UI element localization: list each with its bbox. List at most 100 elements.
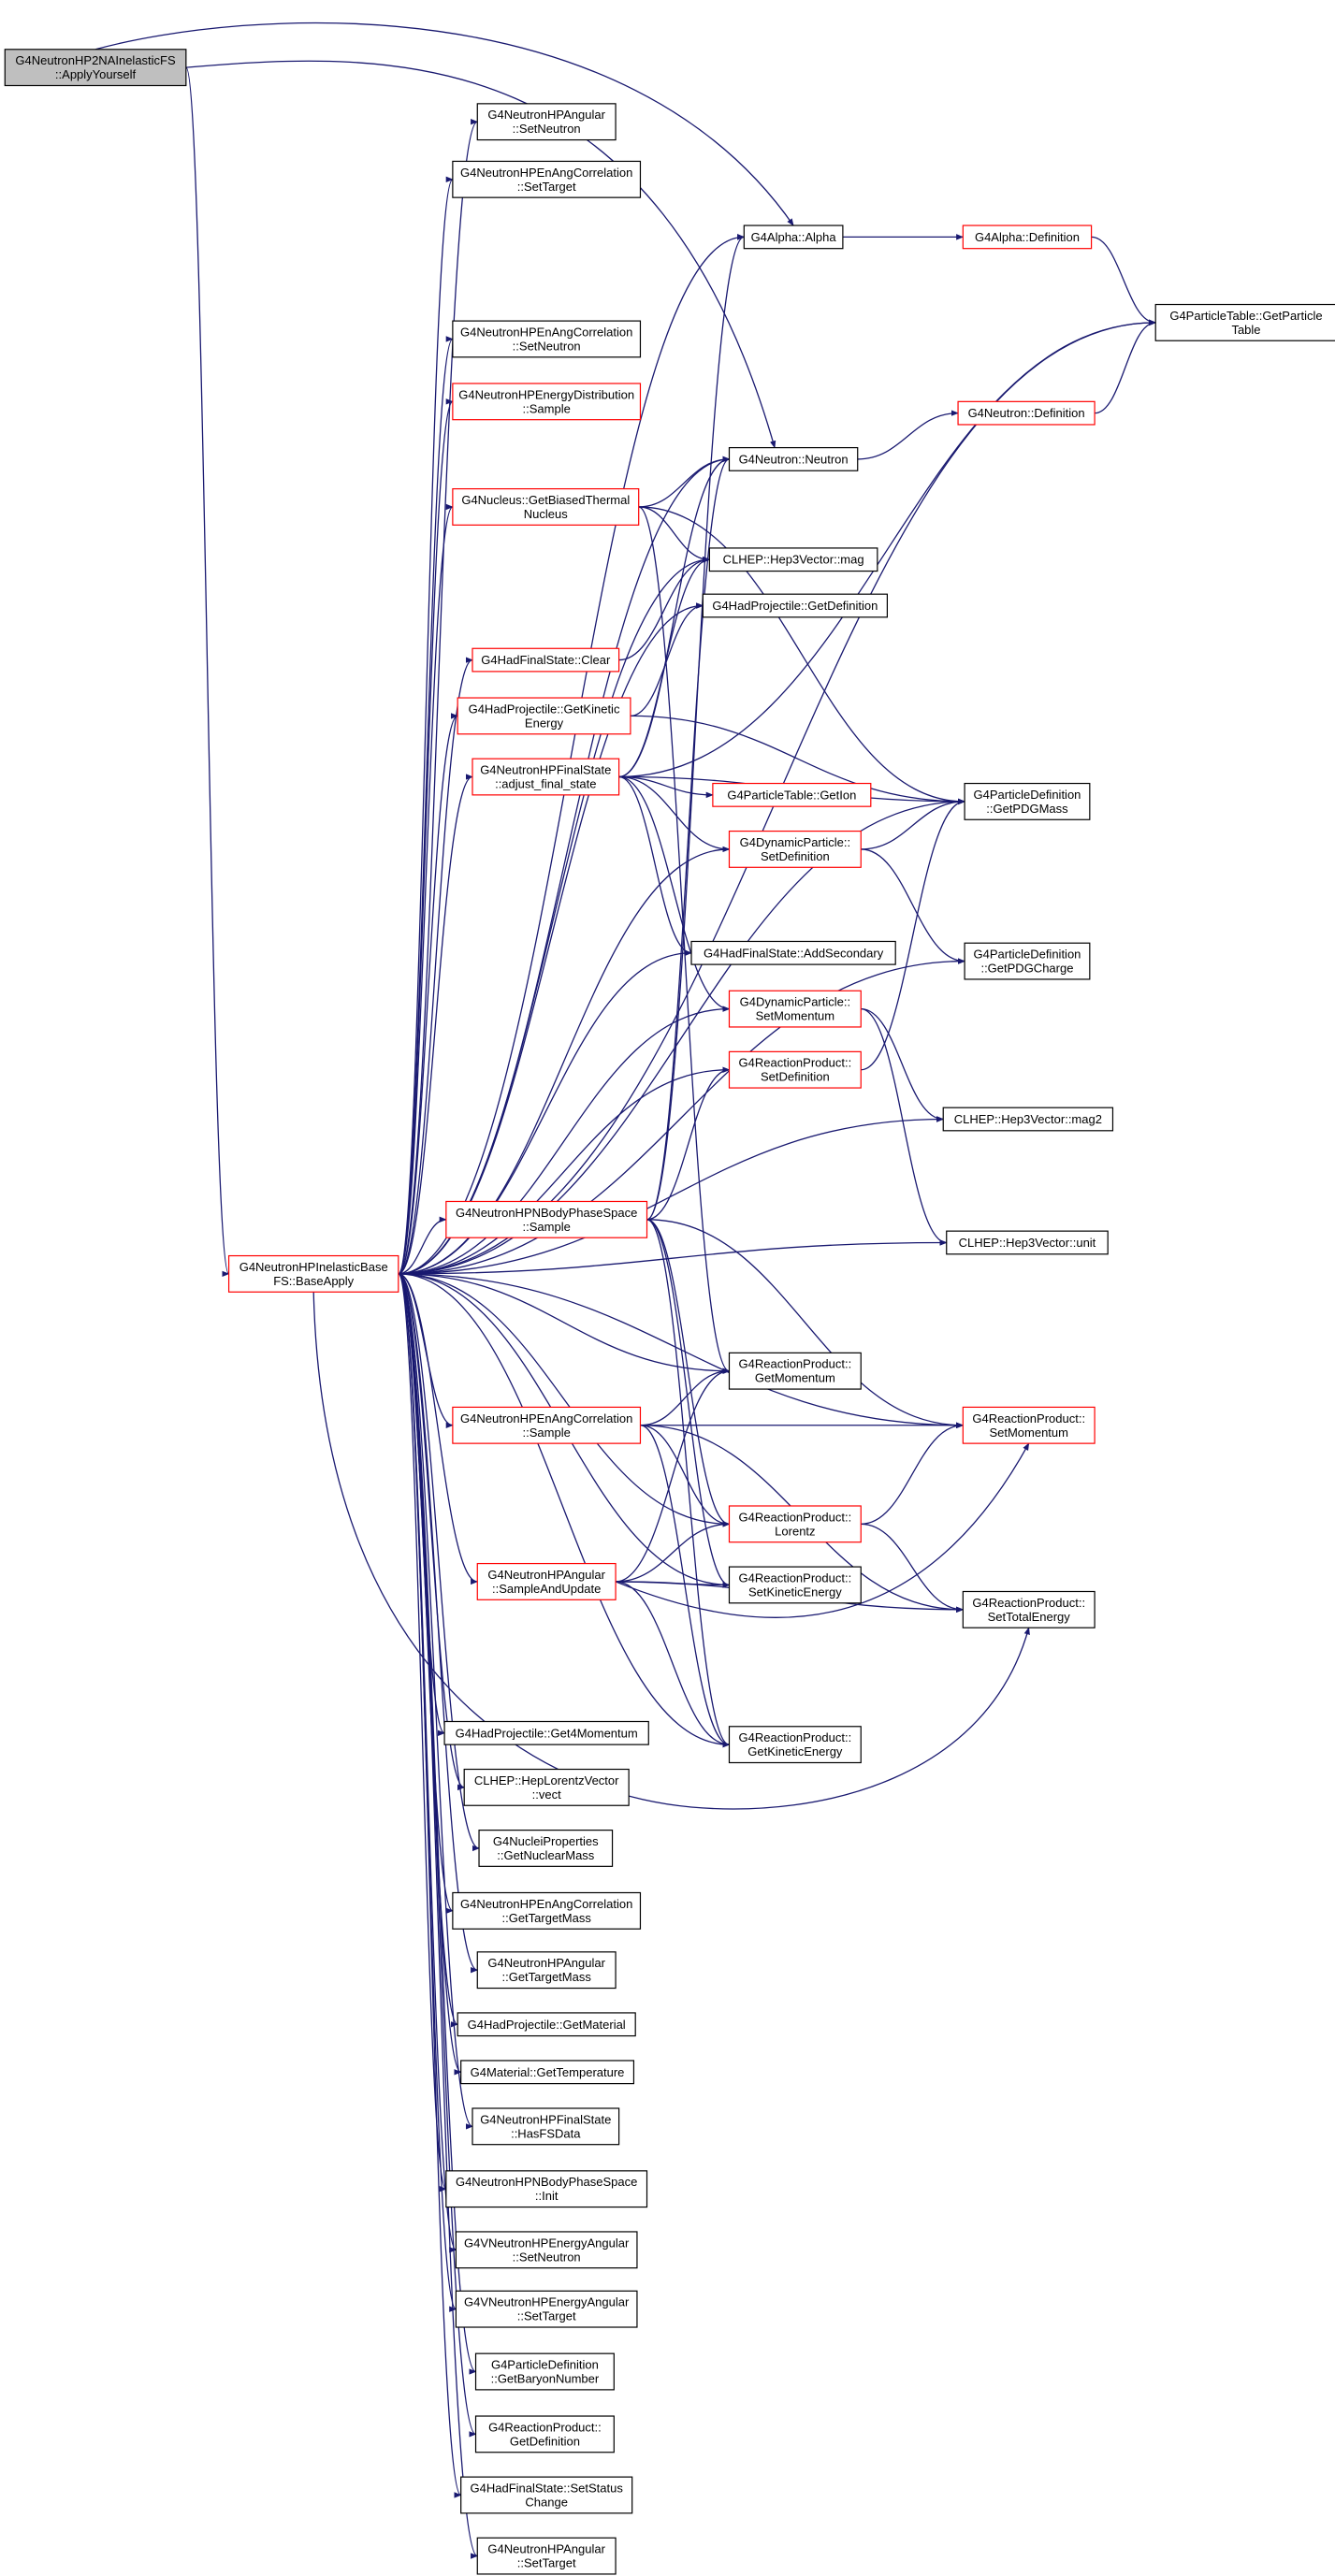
node-label-line: ::Init bbox=[535, 2189, 559, 2203]
node-rp-setdef[interactable]: G4ReactionProduct::SetDefinition bbox=[728, 1050, 862, 1089]
node-label-line: G4Alpha::Definition bbox=[975, 230, 1080, 244]
node-box bbox=[728, 1566, 862, 1604]
node-nuclei-gnm[interactable]: G4NucleiProperties::GetNuclearMass bbox=[478, 1830, 614, 1867]
node-label-line: SetMomentum bbox=[989, 1425, 1068, 1440]
node-label-line: ::SampleAndUpdate bbox=[492, 1582, 601, 1596]
node-mat-temp[interactable]: G4Material::GetTemperature bbox=[460, 2060, 635, 2085]
node-rp-lorentz[interactable]: G4ReactionProduct::Lorentz bbox=[728, 1505, 862, 1543]
node-label-line: SetDefinition bbox=[761, 849, 830, 863]
node-root[interactable]: G4NeutronHP2NAInelasticFS::ApplyYourself bbox=[4, 49, 187, 87]
node-ang-settarget[interactable]: G4NeutronHPAngular::SetTarget bbox=[476, 2537, 617, 2575]
node-label-line: G4ParticleDefinition bbox=[974, 948, 1081, 962]
node-box bbox=[460, 2060, 635, 2085]
node-box bbox=[728, 830, 862, 868]
node-alpha-alpha[interactable]: G4Alpha::Alpha bbox=[743, 224, 844, 250]
node-ang-sau[interactable]: G4NeutronHPAngular::SampleAndUpdate bbox=[476, 1562, 617, 1600]
node-label-line: G4HadProjectile::GetMaterial bbox=[468, 2018, 626, 2032]
node-enang-sample[interactable]: G4NeutronHPEnAngCorrelation::Sample bbox=[452, 1406, 642, 1444]
node-label-line: G4Neutron::Definition bbox=[968, 406, 1085, 420]
call-edge-base-to-hadproj_gke bbox=[398, 713, 458, 1275]
node-enang-setneutron[interactable]: G4NeutronHPEnAngCorrelation::SetNeutron bbox=[452, 320, 642, 358]
node-label-line: G4ReactionProduct:: bbox=[972, 1411, 1085, 1425]
node-box bbox=[452, 1406, 642, 1444]
node-label-line: G4HadProjectile::Get4Momentum bbox=[456, 1726, 638, 1740]
node-hfs-addsec[interactable]: G4HadFinalState::AddSecondary bbox=[690, 940, 896, 965]
call-edge-ang_sau-to-rp_lorentz bbox=[616, 1521, 731, 1583]
node-box bbox=[474, 2415, 615, 2453]
node-label-line: ::GetTargetMass bbox=[501, 1970, 591, 1984]
node-nbody-init[interactable]: G4NeutronHPNBodyPhaseSpace::Init bbox=[445, 2170, 648, 2208]
node-box bbox=[452, 160, 642, 198]
node-label-line: G4NeutronHPAngular bbox=[487, 1568, 605, 1582]
node-endist-sample[interactable]: G4NeutronHPEnergyDistribution::Sample bbox=[452, 383, 642, 421]
call-edge-base-to-ang_gtm bbox=[398, 1273, 479, 1974]
node-rp-getdef[interactable]: G4ReactionProduct::GetDefinition bbox=[474, 2415, 615, 2453]
node-hadproj-gdef[interactable]: G4HadProjectile::GetDefinition bbox=[702, 593, 889, 618]
node-box bbox=[472, 2107, 620, 2146]
node-label-line: G4NeutronHPFinalState bbox=[480, 763, 611, 777]
node-rp-setke[interactable]: G4ReactionProduct::SetKineticEnergy bbox=[728, 1566, 862, 1604]
node-label-line: FS::BaseApply bbox=[273, 1274, 354, 1288]
node-lorentz-vect[interactable]: CLHEP::HepLorentzVector::vect bbox=[463, 1768, 630, 1806]
node-box bbox=[728, 990, 862, 1028]
node-enang-settarget[interactable]: G4NeutronHPEnAngCorrelation::SetTarget bbox=[452, 160, 642, 198]
call-edge-dynp_setdef-to-pdef_gpdgcharge bbox=[861, 848, 965, 964]
call-edge-base-to-nuclei_gnm bbox=[398, 1273, 480, 1852]
call-edge-rp_lorentz-to-rp_settotal bbox=[861, 1523, 965, 1614]
node-label-line: SetDefinition bbox=[761, 1070, 830, 1084]
call-edge-base-to-ang_sau bbox=[398, 1273, 479, 1585]
node-label-line: G4NucleiProperties bbox=[493, 1834, 599, 1848]
node-alpha-def[interactable]: G4Alpha::Definition bbox=[962, 224, 1093, 250]
node-label-line: G4Neutron::Neutron bbox=[739, 452, 849, 466]
node-hep3-mag2[interactable]: CLHEP::Hep3Vector::mag2 bbox=[942, 1107, 1114, 1132]
call-edge-nucleus_gbtn-to-rp_getmom bbox=[638, 506, 731, 1374]
node-box bbox=[962, 1590, 1096, 1628]
call-edge-hpfs_adjust-to-hep3_mag bbox=[618, 557, 711, 778]
node-rp-getmom[interactable]: G4ReactionProduct::GetMomentum bbox=[728, 1352, 862, 1390]
node-vea-setneutron[interactable]: G4VNeutronHPEnergyAngular::SetNeutron bbox=[455, 2231, 638, 2269]
node-box bbox=[964, 942, 1091, 980]
node-enang-gtm[interactable]: G4NeutronHPEnAngCorrelation::GetTargetMa… bbox=[452, 1891, 642, 1930]
node-ang-gtm[interactable]: G4NeutronHPAngular::GetTargetMass bbox=[476, 1951, 617, 1990]
node-label-line: ::SetNeutron bbox=[513, 339, 581, 353]
call-edge-base-to-hfs_setstatus bbox=[398, 1273, 462, 2498]
node-hpfs-adjust[interactable]: G4NeutronHPFinalState::adjust_final_stat… bbox=[472, 758, 620, 796]
node-hep3-mag[interactable]: CLHEP::Hep3Vector::mag bbox=[708, 547, 878, 572]
node-label-line: G4ReactionProduct:: bbox=[739, 1570, 852, 1585]
node-ang-setneutron[interactable]: G4NeutronHPAngular::SetNeutron bbox=[476, 103, 617, 141]
node-hadproj-gmat[interactable]: G4HadProjectile::GetMaterial bbox=[457, 2012, 636, 2037]
node-label-line: G4NeutronHPInelasticBase bbox=[239, 1260, 388, 1274]
node-rp-settotal[interactable]: G4ReactionProduct::SetTotalEnergy bbox=[962, 1590, 1096, 1628]
node-neutron-neutron[interactable]: G4Neutron::Neutron bbox=[728, 446, 859, 471]
node-dynp-setdef[interactable]: G4DynamicParticle::SetDefinition bbox=[728, 830, 862, 868]
call-edge-base-to-rp_setmom bbox=[398, 1273, 965, 1428]
node-label-line: G4VNeutronHPEnergyAngular bbox=[464, 2236, 630, 2250]
node-hfs-clear[interactable]: G4HadFinalState::Clear bbox=[472, 647, 620, 673]
node-label-line: G4NeutronHPEnergyDistribution bbox=[458, 387, 634, 401]
node-label-line: G4NeutronHPAngular bbox=[487, 2542, 605, 2556]
node-hadproj-gke[interactable]: G4HadProjectile::GetKineticEnergy bbox=[457, 697, 631, 735]
node-vea-settarget[interactable]: G4VNeutronHPEnergyAngular::SetTarget bbox=[455, 2290, 638, 2328]
node-nbody-sample[interactable]: G4NeutronHPNBodyPhaseSpace::Sample bbox=[445, 1200, 648, 1238]
node-pdef-gbn[interactable]: G4ParticleDefinition::GetBaryonNumber bbox=[474, 2352, 615, 2391]
node-rp-getke[interactable]: G4ReactionProduct::GetKineticEnergy bbox=[728, 1726, 862, 1764]
node-rp-setmom[interactable]: G4ReactionProduct::SetMomentum bbox=[962, 1406, 1096, 1444]
call-edge-base-to-rp_getke bbox=[398, 1273, 731, 1748]
node-hep3-unit[interactable]: CLHEP::Hep3Vector::unit bbox=[946, 1230, 1109, 1255]
node-box bbox=[455, 2290, 638, 2328]
call-edge-base-to-pdef_gpdgcharge bbox=[398, 958, 965, 1275]
node-hpfs-hasfs[interactable]: G4NeutronHPFinalState::HasFSData bbox=[472, 2107, 620, 2146]
node-ptable-getion[interactable]: G4ParticleTable::GetIon bbox=[712, 782, 872, 807]
node-hadproj-g4m[interactable]: G4HadProjectile::Get4Momentum bbox=[443, 1720, 649, 1745]
node-label-line: G4ReactionProduct:: bbox=[739, 1730, 852, 1744]
call-edge-enang_sample-to-rp_getmom bbox=[640, 1368, 731, 1426]
node-neutron-def[interactable]: G4Neutron::Definition bbox=[957, 400, 1096, 426]
node-dynp-setmom[interactable]: G4DynamicParticle::SetMomentum bbox=[728, 990, 862, 1028]
node-pdef-gpdgmass[interactable]: G4ParticleDefinition::GetPDGMass bbox=[964, 782, 1091, 820]
node-pdef-gpdgcharge[interactable]: G4ParticleDefinition::GetPDGCharge bbox=[964, 942, 1091, 980]
